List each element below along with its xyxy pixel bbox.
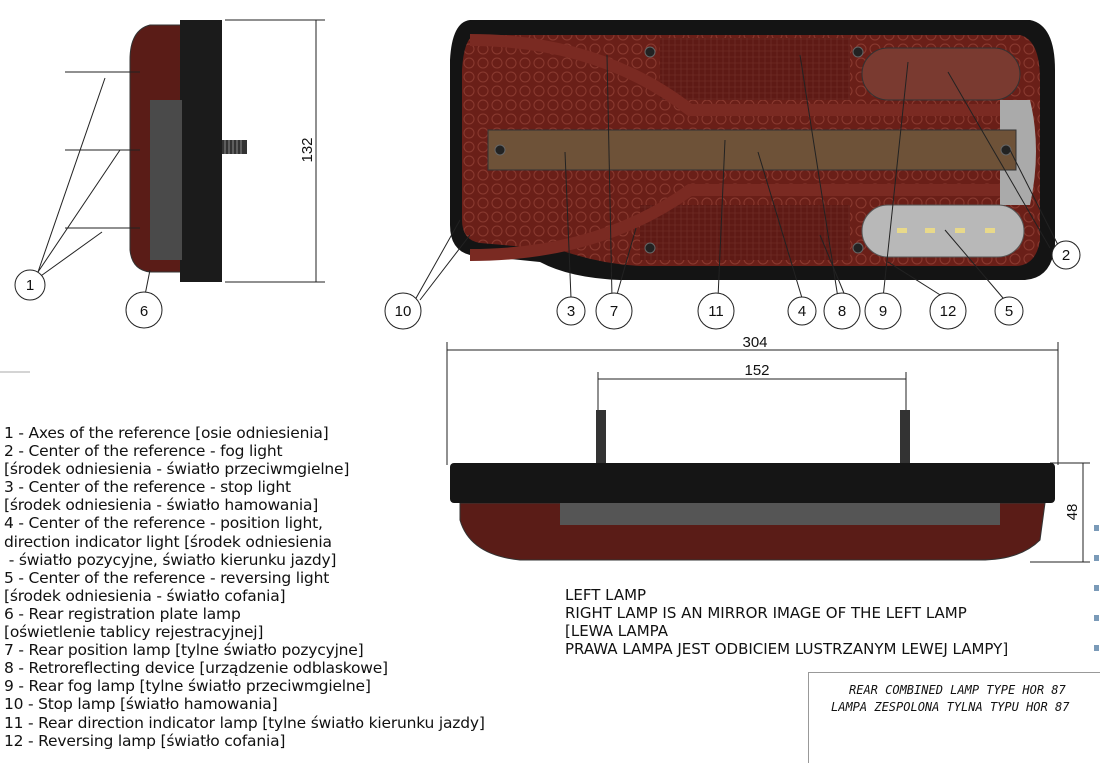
svg-text:10: 10 [395, 303, 412, 320]
svg-text:2: 2 [1062, 247, 1070, 264]
title-line-1: REAR COMBINED LAMP TYPE HOR 87 [849, 683, 1066, 697]
legend-item: 8 - Retroreflecting device [urządzenie o… [4, 659, 388, 678]
legend-item: 1 - Axes of the reference [osie odniesie… [4, 424, 329, 442]
stud-left [596, 410, 606, 463]
svg-text:7: 7 [610, 303, 618, 320]
callout-9: 9 [864, 292, 902, 330]
legend-item: 9 - Rear fog lamp [tylne światło przeciw… [4, 677, 371, 696]
note-line: RIGHT LAMP IS AN MIRROR IMAGE OF THE LEF… [565, 604, 967, 622]
legend-item: 4 - Center of the reference - position l… [4, 514, 323, 533]
callout-8: 8 [823, 292, 861, 330]
front-view [414, 20, 1059, 301]
border-marks [1094, 525, 1099, 651]
legend: 1 - Axes of the reference [osie odniesie… [4, 424, 485, 750]
bottom-view: 304 152 48 [446, 334, 1090, 563]
callout-12: 12 [929, 292, 967, 330]
retroreflector-top [660, 38, 850, 100]
callout-2: 2 [1051, 240, 1081, 270]
svg-text:12: 12 [940, 303, 957, 320]
note-line: LEFT LAMP [565, 586, 647, 604]
legend-item: 3 - Center of the reference - stop light [4, 478, 291, 497]
side-housing [180, 20, 222, 282]
indicator-strip [487, 129, 1017, 171]
svg-text:8: 8 [838, 303, 846, 320]
svg-text:5: 5 [1005, 303, 1013, 320]
reversing-lamp [861, 204, 1025, 258]
callout-11: 11 [697, 292, 735, 330]
legend-item: 10 - Stop lamp [światło hamowania] [4, 695, 278, 714]
callout-5: 5 [994, 296, 1024, 326]
dim-depth: 48 [1064, 504, 1081, 521]
callout-3: 3 [556, 296, 586, 326]
title-block: REAR COMBINED LAMP TYPE HOR 87 LAMPA ZES… [808, 672, 1100, 763]
bottom-housing [450, 463, 1055, 503]
callout-4: 4 [787, 296, 817, 326]
legend-item: [środek odniesienia - światło cofania] [4, 586, 286, 605]
side-stud [222, 140, 247, 154]
legend-item: direction indicator light [środek odnies… [4, 532, 332, 551]
svg-text:6: 6 [140, 303, 148, 320]
retroreflector-bottom [640, 205, 850, 260]
dim-width: 304 [742, 334, 767, 351]
svg-text:1: 1 [26, 277, 34, 294]
legend-item: [oświetlenie tablicy rejestracyjnej] [4, 623, 264, 642]
legend-item: [środek odniesienia - światło hamowania] [4, 496, 319, 515]
callout-1: 1 [14, 269, 46, 301]
title-line-2: LAMPA ZESPOLONA TYLNA TYPU HOR 87 [831, 700, 1070, 714]
stud-right [900, 410, 910, 463]
legend-item: 7 - Rear position lamp [tylne światło po… [4, 641, 364, 660]
note-line: PRAWA LAMPA JEST ODBICIEM LUSTRZANYM LEW… [565, 640, 1009, 658]
side-view: 132 [37, 19, 325, 296]
note-line: [LEWA LAMPA [565, 622, 668, 640]
legend-item: 2 - Center of the reference - fog light [4, 442, 283, 461]
legend-item: 11 - Rear direction indicator lamp [tyln… [4, 713, 485, 732]
callout-10: 10 [384, 292, 422, 330]
legend-item: 6 - Rear registration plate lamp [4, 604, 241, 623]
svg-text:9: 9 [879, 303, 887, 320]
dim-stud-spacing: 152 [744, 362, 769, 379]
callouts: 1 6 10 3 7 11 4 8 9 12 5 2 [14, 240, 1081, 330]
svg-text:3: 3 [567, 303, 575, 320]
svg-text:11: 11 [708, 303, 724, 320]
fog-lamp [861, 47, 1021, 101]
legend-item: 5 - Center of the reference - reversing … [4, 568, 330, 587]
notes: LEFT LAMP RIGHT LAMP IS AN MIRROR IMAGE … [565, 586, 1008, 658]
callout-6: 6 [125, 291, 163, 329]
legend-item: [środek odniesienia - światło przeciwmgi… [4, 460, 350, 479]
legend-item: 12 - Reversing lamp [światło cofania] [4, 731, 286, 750]
legend-item: - światło pozycyjne, światło kierunku ja… [4, 550, 337, 569]
svg-text:4: 4 [798, 303, 806, 320]
dim-height: 132 [299, 137, 316, 162]
callout-7: 7 [595, 292, 633, 330]
